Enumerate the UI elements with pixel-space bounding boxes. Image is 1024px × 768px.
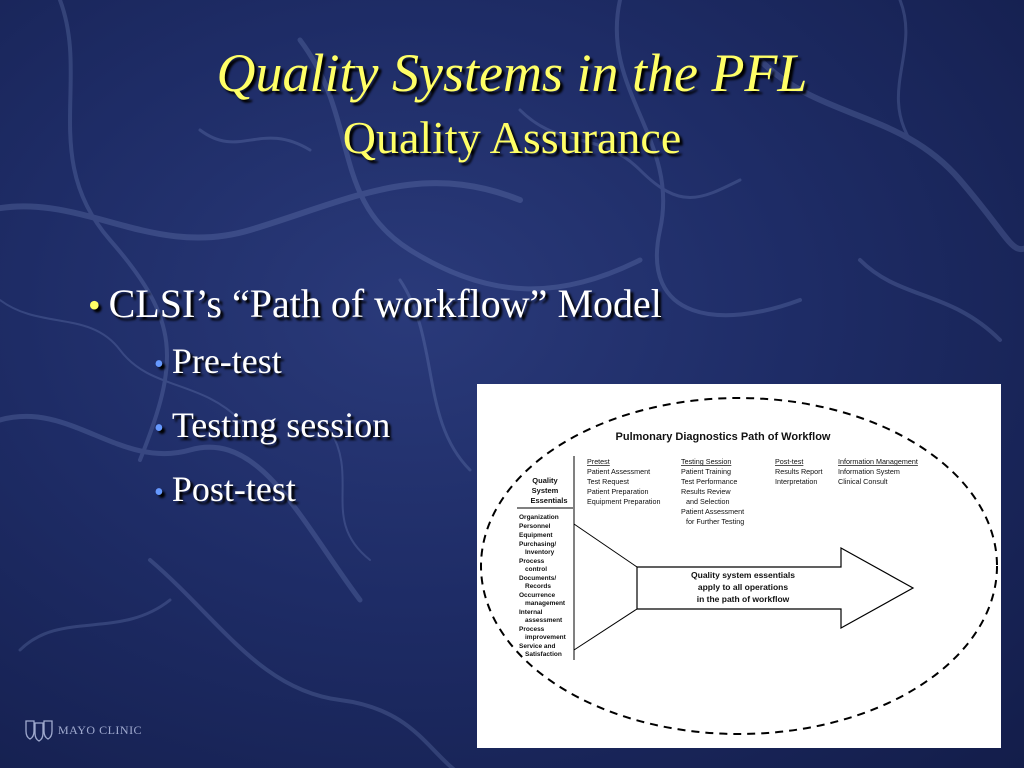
column-item: Results Report	[775, 467, 823, 476]
essentials-item: Internal	[519, 609, 543, 616]
column-item: Patient Assessment	[681, 507, 744, 516]
essentials-header: Essentials	[530, 496, 567, 505]
dashed-ellipse	[480, 397, 998, 735]
essentials-item: Documents/	[519, 575, 556, 582]
essentials-item: Process	[519, 626, 545, 633]
bullet-sub-text: Post-test	[171, 469, 296, 509]
bullet-dot-icon: •	[154, 477, 164, 508]
bullet-main: • CLSI’s “Path of workflow” Model	[88, 278, 662, 331]
bullet-sub: • Testing session	[154, 395, 662, 459]
essentials-item: Organization	[519, 514, 559, 521]
essentials-item: Occurrence	[519, 592, 556, 599]
slide-title: Quality Systems in the PFL	[216, 43, 808, 103]
column-header-post-test: Post-test	[775, 457, 803, 466]
column-item: for Further Testing	[686, 517, 744, 526]
slide-subtitle: Quality Assurance	[342, 112, 682, 163]
bullet-main-text: CLSI’s “Path of workflow” Model	[108, 281, 662, 326]
essentials-item: improvement	[525, 634, 567, 641]
logo-text: MAYO CLINIC	[58, 722, 143, 737]
bullet-dot-icon: •	[154, 413, 164, 444]
essentials-item: management	[525, 600, 566, 607]
essentials-item: Purchasing/	[519, 541, 556, 548]
column-item: Results Review	[681, 487, 731, 496]
column-item: Equipment Preparation	[587, 497, 661, 506]
mayo-shield-icon	[25, 720, 53, 742]
column-header-pretest: Pretest	[587, 457, 610, 466]
column-item: and Selection	[686, 497, 730, 506]
arrow-text: apply to all operations	[698, 582, 788, 592]
essentials-item: Equipment	[519, 532, 553, 539]
essentials-item: assessment	[525, 617, 563, 624]
mayo-clinic-logo: MAYO CLINIC	[24, 718, 142, 742]
figure-title: Pulmonary Diagnostics Path of Workflow	[616, 431, 831, 443]
bullet-sub: • Post-test	[154, 459, 662, 523]
column-item: Patient Training	[681, 467, 731, 476]
arrow-text: in the path of workflow	[697, 594, 790, 604]
bullet-sub: • Pre-test	[154, 331, 662, 395]
column-item: Clinical Consult	[838, 477, 888, 486]
column-item: Interpretation	[775, 477, 817, 486]
essentials-item: control	[525, 566, 547, 573]
workflow-arrow	[636, 546, 915, 630]
bullet-dot-icon: •	[154, 349, 164, 380]
workflow-figure: Pulmonary Diagnostics Path of Workflow Q…	[477, 384, 1001, 748]
column-header-information-management: Information Management	[838, 457, 918, 466]
column-header-testing-session: Testing Session	[681, 457, 731, 466]
bullet-sub-text: Testing session	[171, 405, 391, 445]
essentials-item: Personnel	[519, 523, 551, 530]
bullet-sub-text: Pre-test	[171, 341, 282, 381]
column-item: Test Request	[587, 477, 629, 486]
arrow-text: Quality system essentials	[691, 570, 795, 580]
column-item: Patient Assessment	[587, 467, 650, 476]
essentials-header: System	[532, 486, 559, 495]
essentials-item: Process	[519, 558, 545, 565]
workflow-diagram: Pulmonary Diagnostics Path of Workflow Q…	[480, 397, 998, 735]
column-item: Patient Preparation	[587, 487, 649, 496]
essentials-header: Quality	[532, 476, 558, 485]
bullet-list: • CLSI’s “Path of workflow” Model • Pre-…	[88, 278, 662, 523]
essentials-item: Records	[525, 583, 551, 590]
essentials-item: Inventory	[525, 549, 555, 556]
bullet-dot-icon: •	[88, 285, 101, 325]
essentials-item: Service and	[519, 643, 556, 650]
essentials-item: Satisfaction	[525, 651, 562, 658]
column-item: Information System	[838, 467, 900, 476]
column-item: Test Performance	[681, 477, 737, 486]
